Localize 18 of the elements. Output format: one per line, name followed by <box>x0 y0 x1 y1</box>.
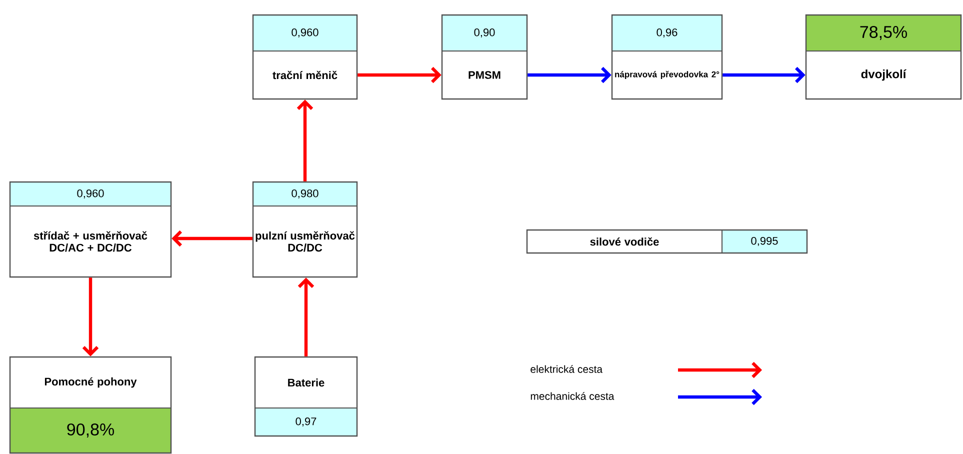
arrow <box>722 66 806 84</box>
process-box: 0,90 PMSM <box>441 14 528 100</box>
legend-label: mechanická cesta <box>530 392 614 400</box>
process-box: silové vodiče 0,995 <box>526 229 808 254</box>
process-box: 0,960 trační měnič <box>252 14 358 100</box>
arrow <box>358 66 442 84</box>
arrow <box>298 278 314 356</box>
process-box: Pomocné pohony 90,8% <box>9 356 172 454</box>
arrow <box>528 66 612 84</box>
arrow <box>296 100 314 182</box>
process-box: 0,980 pulzní usměrňovač DC/DC <box>252 181 358 278</box>
process-box: 78,5% dvojkolí <box>805 14 962 100</box>
legend-label: elektrická cesta <box>530 365 603 373</box>
process-box: 0,960 střídač + usměrňovač DC/AC + DC/DC <box>9 181 172 278</box>
process-box: 0,96 nápravová převodovka 2° <box>611 14 723 100</box>
arrow <box>172 230 252 247</box>
arrow <box>82 278 99 356</box>
process-box: Baterie 0,97 <box>254 356 358 437</box>
